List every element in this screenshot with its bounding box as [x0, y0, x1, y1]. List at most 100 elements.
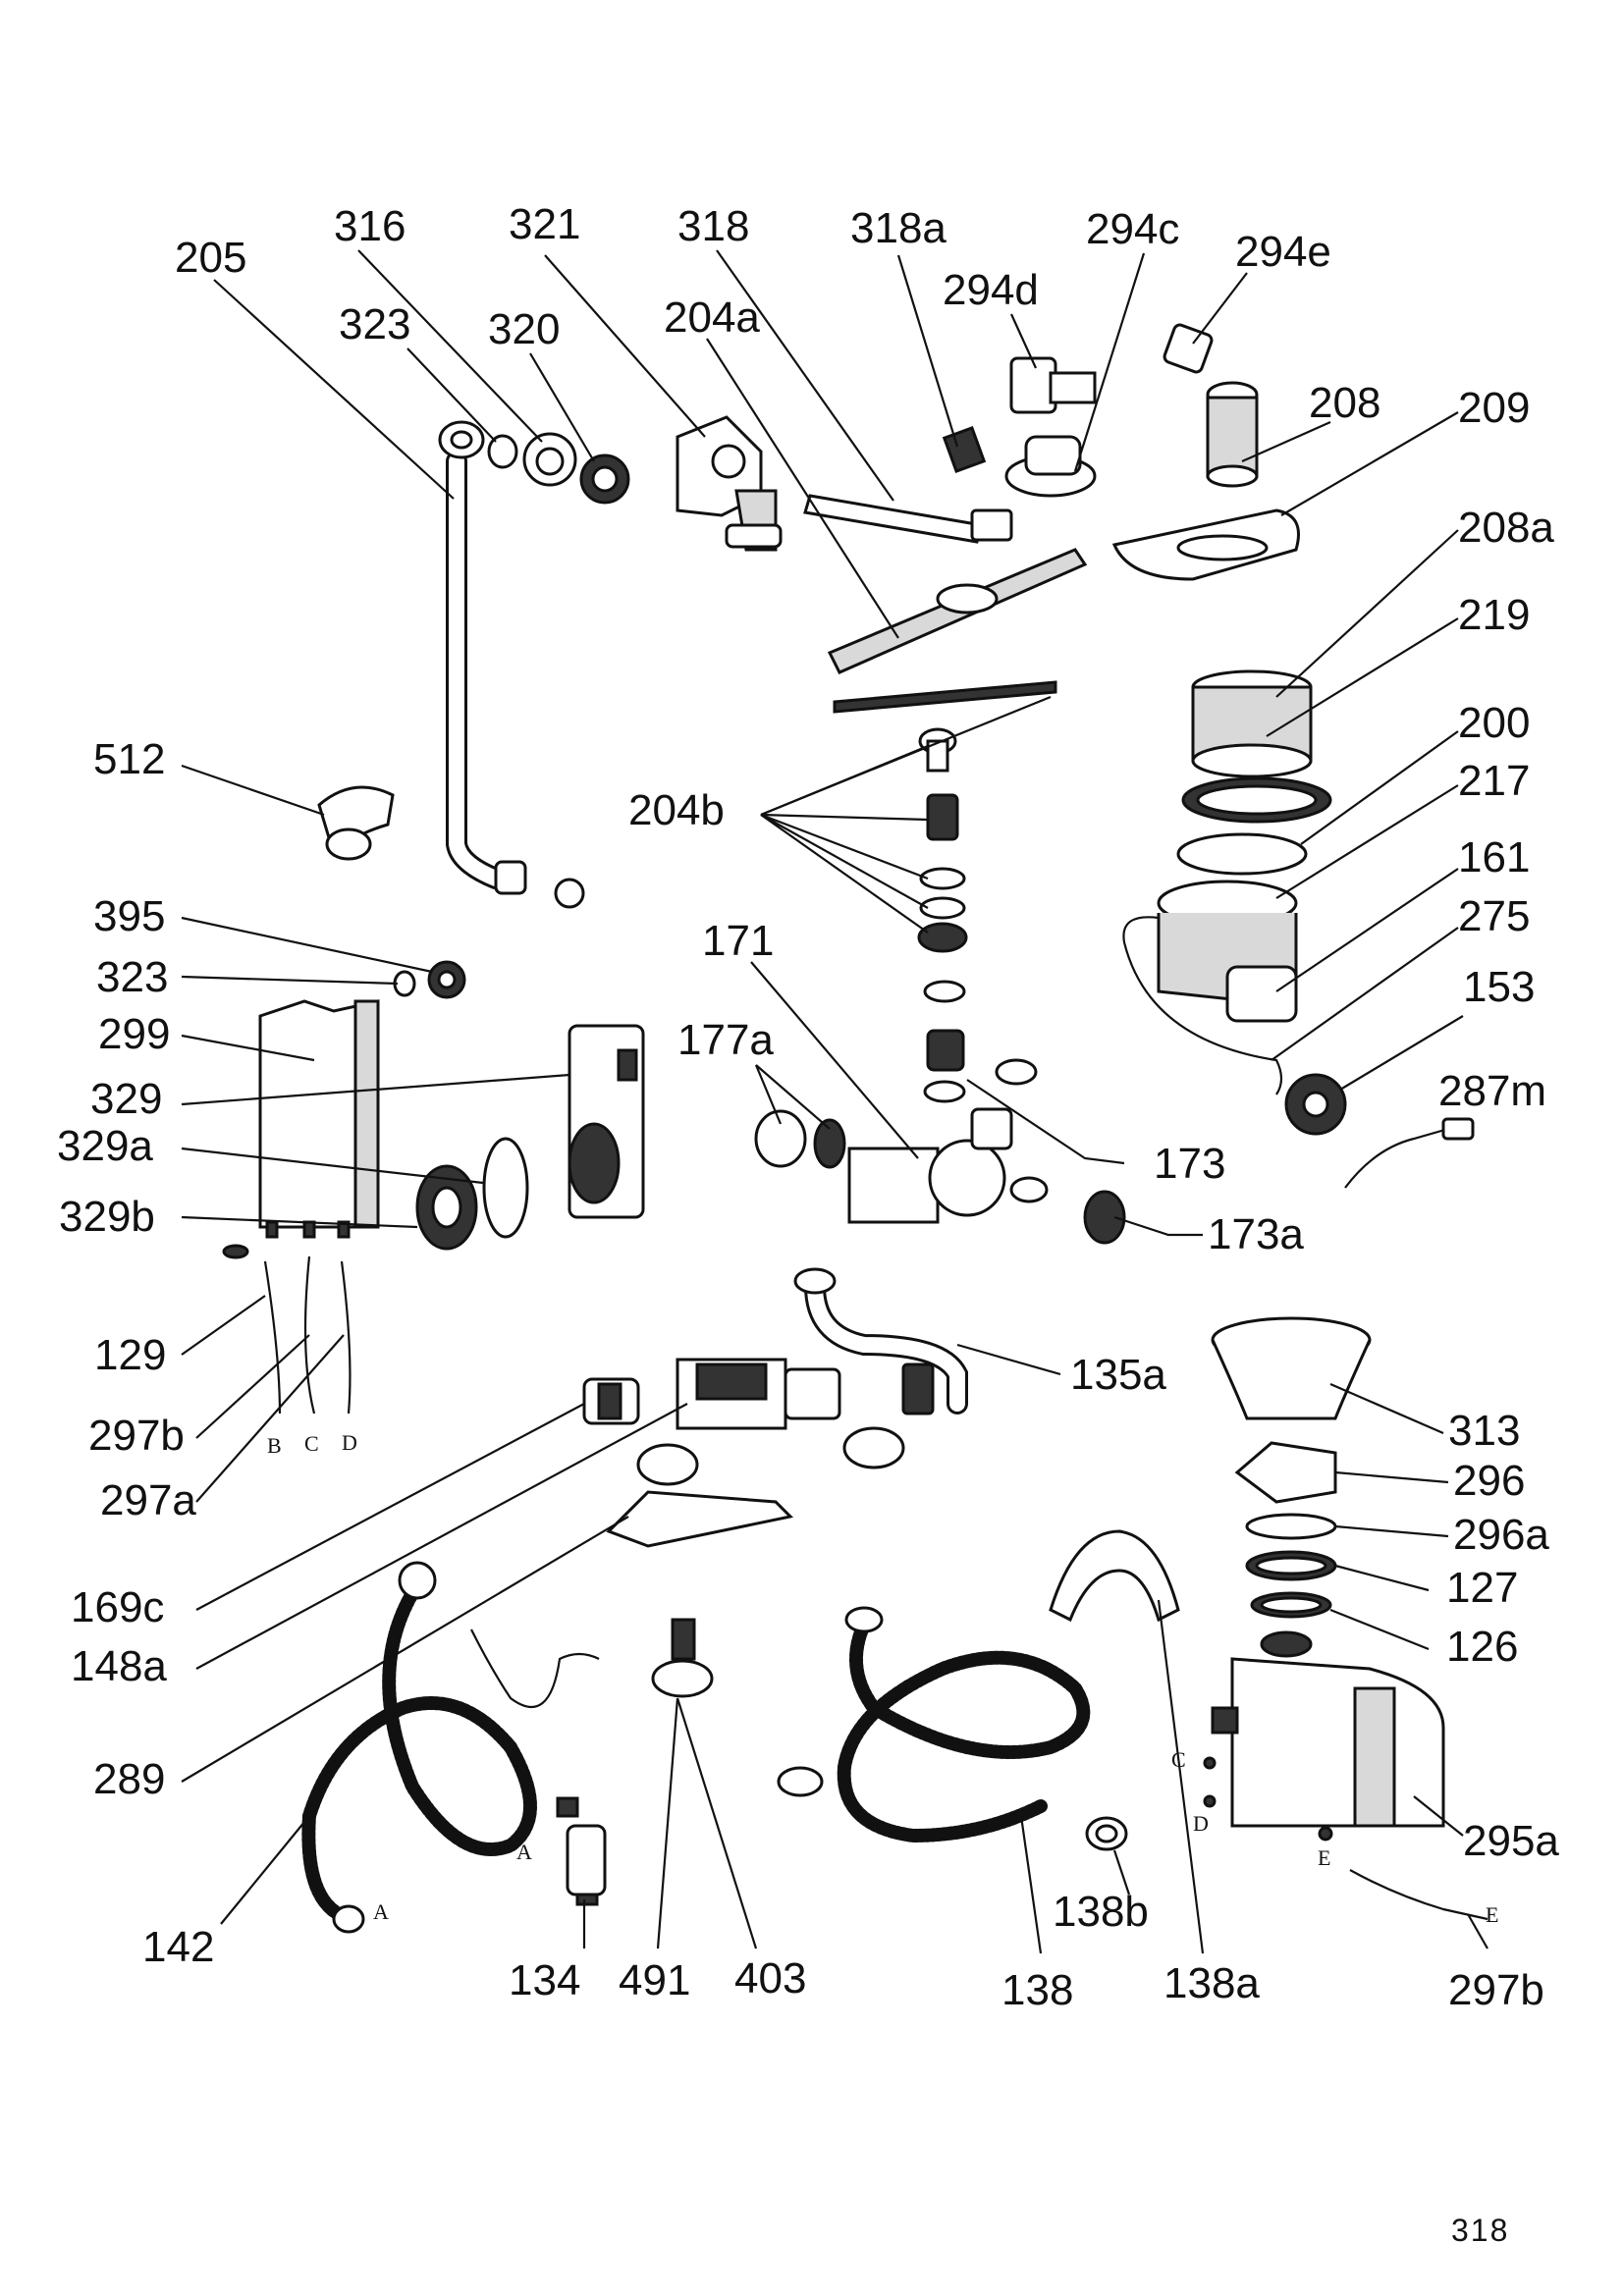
callout-296: 296: [1453, 1457, 1525, 1505]
callout-287m: 287m: [1438, 1067, 1546, 1115]
part-drawings: [222, 323, 1488, 1934]
hose-297b-right: [1349, 1869, 1488, 1921]
connector-letter-b: B: [267, 1433, 282, 1458]
page-number: 318: [1451, 2213, 1509, 2248]
ring-217: [1176, 832, 1308, 876]
spray-arm-strip: [833, 680, 1057, 714]
callout-294d: 294d: [943, 266, 1039, 314]
callout-126: 126: [1446, 1623, 1518, 1671]
callout-395: 395: [93, 892, 165, 940]
callout-labels: 205 316 321 318 318a 294c 294e 323 320 2…: [57, 200, 1559, 2014]
callout-153: 153: [1463, 963, 1535, 1011]
callout-217: 217: [1458, 757, 1530, 805]
sump-161: [1122, 880, 1298, 1095]
callout-169c: 169c: [71, 1583, 164, 1631]
connector-letter-e-softener: E: [1318, 1845, 1330, 1870]
callout-148a: 148a: [71, 1642, 167, 1690]
callout-297b-right: 297b: [1448, 1966, 1544, 2014]
sensor-294e: [1163, 323, 1214, 374]
callout-134: 134: [509, 1956, 580, 2004]
callout-138: 138: [1001, 1966, 1073, 2014]
callout-173: 173: [1154, 1140, 1225, 1188]
callout-296a: 296a: [1453, 1511, 1549, 1559]
spray-arm-tube-318: [803, 494, 1013, 544]
callout-200: 200: [1458, 699, 1530, 747]
connector-316: [522, 432, 577, 487]
callout-161: 161: [1458, 833, 1530, 881]
callout-289: 289: [93, 1755, 165, 1803]
softener-295a: [1211, 1630, 1445, 1828]
funnel-313: [1211, 1316, 1372, 1420]
callout-294e: 294e: [1235, 228, 1331, 276]
pump-171: [754, 1107, 1013, 1224]
valve-134: [556, 1796, 607, 1906]
clamp-a: [636, 1443, 699, 1486]
callout-208: 208: [1309, 379, 1380, 427]
callout-512: 512: [93, 735, 165, 783]
callout-208a: 208a: [1458, 504, 1554, 552]
spray-parts-204b: [917, 727, 968, 1103]
plate-296: [1234, 1441, 1337, 1504]
callout-297a: 297a: [100, 1476, 196, 1524]
part-512: [317, 785, 395, 861]
dispenser-329: [568, 1024, 645, 1219]
clamp-pump: [1009, 1176, 1049, 1203]
callout-299: 299: [98, 1010, 170, 1058]
callout-295a: 295a: [1463, 1817, 1559, 1865]
fine-filter-208a: [1191, 669, 1313, 778]
callout-142: 142: [142, 1923, 214, 1971]
bracket-289: [606, 1490, 794, 1548]
callout-320: 320: [488, 305, 560, 353]
callout-316: 316: [334, 202, 406, 250]
seal-173a: [1083, 1190, 1126, 1245]
connector-letter-d: D: [342, 1430, 357, 1455]
cable-491: [470, 1629, 600, 1709]
clamp-b: [842, 1426, 905, 1469]
connector-letter-c: C: [304, 1431, 319, 1456]
callout-318: 318: [677, 202, 749, 250]
connector-letter-c-softener: C: [1171, 1747, 1186, 1772]
ring-part: [554, 878, 585, 909]
callout-403: 403: [734, 1954, 806, 2002]
sensor-287m: [1344, 1117, 1475, 1189]
connector-letters: B C D A A C D E E: [267, 1430, 1498, 1927]
leader-lines: [181, 249, 1488, 1954]
connector-letter-a-valve: A: [516, 1840, 532, 1864]
holder-138a: [1049, 1529, 1180, 1623]
connector-letter-d-softener: D: [1193, 1811, 1209, 1836]
clip-318a: [942, 426, 987, 473]
callout-329: 329: [90, 1075, 162, 1123]
tank-hoses: [222, 1244, 352, 1415]
callout-313: 313: [1448, 1407, 1520, 1455]
connector-letter-a-hose: A: [373, 1899, 389, 1924]
callout-138a: 138a: [1163, 1959, 1260, 2007]
callout-171: 171: [702, 917, 774, 965]
spray-arm-204a: [827, 548, 1088, 674]
callout-135a: 135a: [1070, 1351, 1166, 1399]
callout-204a: 204a: [664, 294, 760, 342]
cap-294c: [1004, 435, 1097, 498]
callout-219: 219: [1458, 591, 1530, 639]
diverter-321: [676, 415, 783, 552]
callout-127: 127: [1446, 1564, 1518, 1612]
callout-204b: 204b: [628, 786, 725, 834]
filter-208: [1206, 381, 1259, 488]
callout-209: 209: [1458, 384, 1530, 432]
drain-hose-138: [777, 1606, 1091, 1843]
gear-320: [579, 454, 630, 505]
flat-filter-209: [1111, 508, 1300, 581]
callout-138b: 138b: [1053, 1888, 1149, 1936]
spray-pipe-205: [438, 420, 527, 895]
callout-205: 205: [175, 234, 246, 282]
ring-329a: [482, 1137, 529, 1239]
seal-323-top: [487, 434, 518, 469]
callout-275: 275: [1458, 892, 1530, 940]
callout-177a: 177a: [677, 1016, 774, 1064]
callout-323-top: 323: [339, 300, 410, 348]
disc-329b: [415, 1164, 478, 1251]
callout-294c: 294c: [1086, 205, 1179, 253]
connector-letter-e-hose: E: [1486, 1902, 1498, 1927]
callout-318a: 318a: [850, 204, 947, 252]
drain-pump-148a: [582, 1358, 841, 1430]
